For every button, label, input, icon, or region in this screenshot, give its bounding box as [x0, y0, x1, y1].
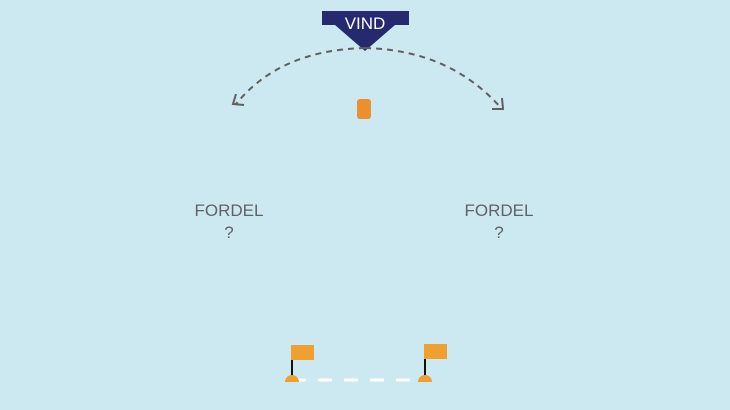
advantage-left: FORDEL ? — [179, 200, 279, 244]
left-flag-icon — [285, 345, 314, 382]
advantage-left-title: FORDEL — [194, 201, 264, 220]
right-arrowhead-icon — [492, 97, 505, 110]
boat-icon — [357, 99, 371, 119]
left-tack-arrow — [235, 47, 366, 105]
advantage-right-question: ? — [494, 223, 504, 242]
wind-label: VIND — [344, 14, 386, 33]
wind-arrow-icon — [322, 11, 409, 51]
advantage-right-title: FORDEL — [464, 201, 534, 220]
right-flag-icon — [418, 344, 447, 382]
right-tack-arrow — [364, 47, 502, 109]
left-arrowhead-icon — [231, 93, 245, 106]
advantage-left-question: ? — [224, 223, 234, 242]
advantage-right: FORDEL ? — [449, 200, 549, 244]
